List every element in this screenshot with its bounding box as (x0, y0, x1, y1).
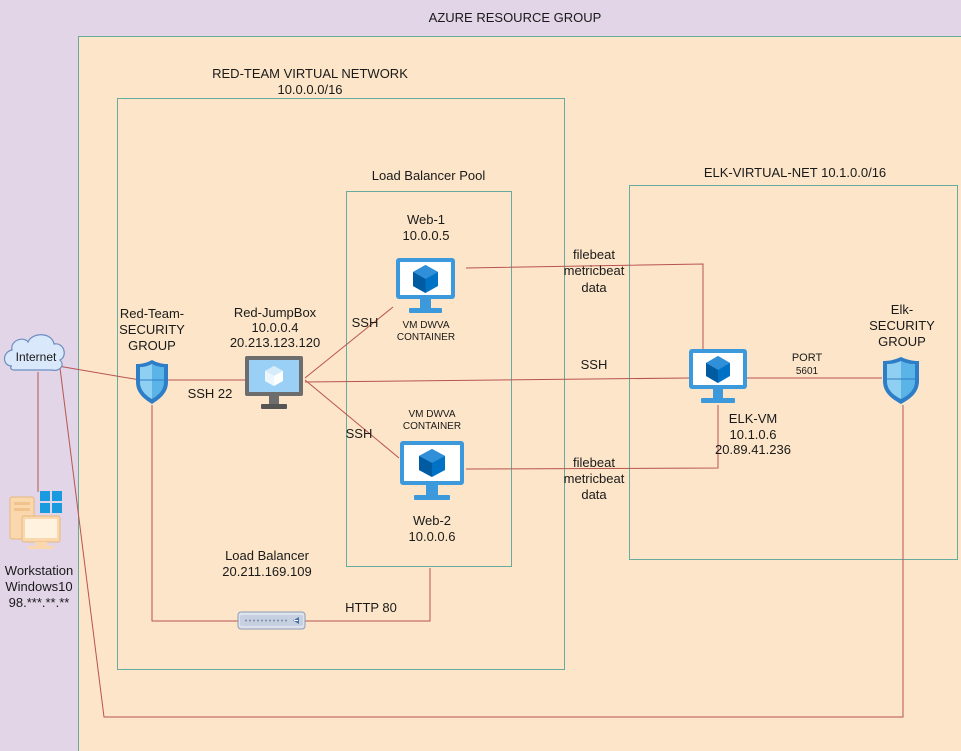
workstation-line1: Workstation (4, 563, 74, 578)
ssh-web2-label: SSH (345, 426, 373, 441)
web1-vm-icon[interactable] (396, 258, 455, 313)
beats1-line3: data (581, 280, 607, 295)
port-label: PORT (791, 352, 823, 364)
red-vnet-box (117, 98, 565, 670)
resource-group-box (78, 36, 961, 751)
line-internet-nsg (57, 365, 141, 381)
web2-vm-icon[interactable] (400, 441, 464, 500)
lb-pool-box (346, 191, 512, 567)
workstation-line3: 98.***.**.** (8, 595, 70, 610)
web1-container-line1: VM DWVA (402, 320, 450, 331)
red-vnet-cidr: 10.0.0.0/16 (277, 82, 343, 97)
load-balancer-icon[interactable] (237, 611, 306, 630)
ssh-22-label: SSH 22 (187, 386, 233, 401)
line-nsg-loadbalancer (151, 405, 238, 622)
load-balancer-ip: 20.211.169.109 (222, 564, 312, 579)
beats2-line2: metricbeat (563, 471, 625, 486)
elk-vm-name: ELK-VM (728, 411, 778, 426)
red-nsg-line3: GROUP (128, 338, 176, 353)
beats2-line3: data (581, 487, 607, 502)
elk-nsg-line1: Elk- (890, 302, 914, 317)
http-80-label: HTTP 80 (345, 600, 397, 615)
red-nsg-line1: Red-Team- (119, 306, 185, 321)
lb-pool-title: Load Balancer Pool (371, 168, 486, 183)
line-web2-elk (465, 405, 719, 470)
jumpbox-vm-icon[interactable] (245, 356, 303, 409)
ssh-web1-label: SSH (351, 315, 379, 330)
red-vnet-title: RED-TEAM VIRTUAL NETWORK (212, 66, 408, 81)
shield-icon[interactable] (883, 357, 919, 404)
elk-nsg-line2: SECURITY (869, 318, 935, 333)
web1-ip: 10.0.0.5 (402, 228, 450, 243)
line-jumpbox-web2 (304, 379, 400, 459)
port-number: 5601 (795, 366, 819, 377)
web1-container-line2: CONTAINER (396, 332, 456, 343)
jumpbox-name: Red-JumpBox (233, 305, 317, 320)
line-jumpbox-web1 (304, 306, 394, 379)
beats1-line1: filebeat (573, 247, 615, 262)
web2-container-line2: CONTAINER (402, 421, 462, 432)
elk-vnet-title: ELK-VIRTUAL-NET 10.1.0.0/16 (703, 165, 887, 180)
beats2-line1: filebeat (573, 455, 615, 470)
elk-vm-public-ip: 20.89.41.236 (715, 442, 791, 457)
line-internet-elk-nsg (59, 367, 904, 718)
load-balancer-name: Load Balancer (225, 548, 309, 563)
internet-label: Internet (15, 350, 57, 364)
elk-vm-icon[interactable] (689, 349, 747, 403)
web2-name: Web-2 (412, 513, 452, 528)
line-web1-elk (465, 263, 704, 350)
web2-ip: 10.0.0.6 (408, 529, 456, 544)
resource-group-title: AZURE RESOURCE GROUP (428, 10, 602, 25)
jumpbox-public-ip: 20.213.123.120 (229, 335, 321, 350)
workstation-icon[interactable] (9, 491, 62, 549)
line-loadbalancer-pool (305, 568, 431, 622)
cloud-icon[interactable] (3, 334, 65, 371)
web1-name: Web-1 (406, 212, 446, 227)
ssh-elk-label: SSH (580, 357, 608, 372)
workstation-line2: Windows10 (5, 579, 73, 594)
beats1-line2: metricbeat (563, 263, 625, 278)
elk-vnet-box (629, 185, 958, 560)
elk-vm-private-ip: 10.1.0.6 (729, 427, 777, 442)
red-nsg-line2: SECURITY (119, 322, 185, 337)
elk-nsg-line3: GROUP (878, 334, 926, 349)
web2-container-line1: VM DWVA (408, 409, 456, 420)
line-jumpbox-elk (304, 377, 690, 383)
jumpbox-private-ip: 10.0.0.4 (251, 320, 299, 335)
shield-icon[interactable] (136, 360, 168, 404)
